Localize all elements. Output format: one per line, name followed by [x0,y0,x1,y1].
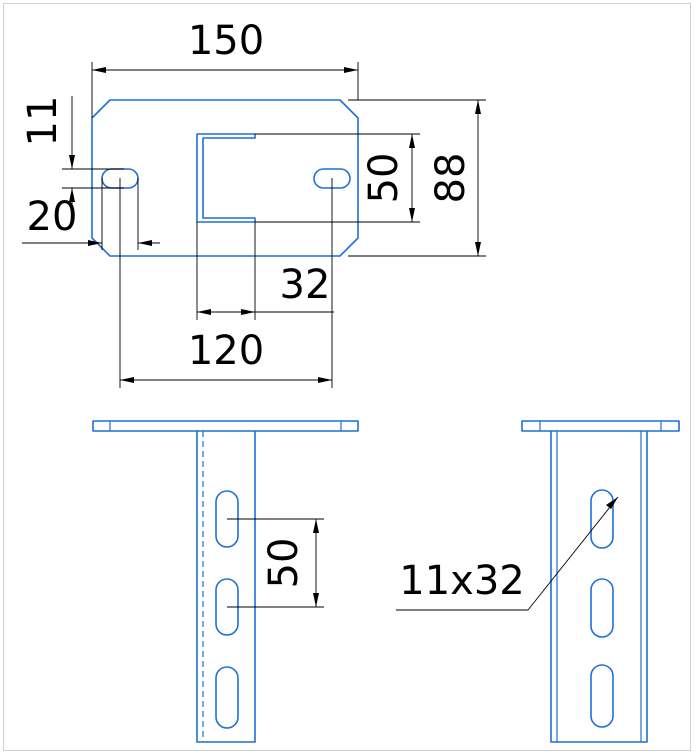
dim-label-120: 120 [188,328,264,374]
dimension-50-cutout: 50 [255,133,420,223]
c-profile-cutout [196,133,256,223]
front-view: 50 [92,420,359,743]
dim-label-50-pitch: 50 [261,538,307,589]
dim-label-88: 88 [428,153,474,204]
dimension-20: 20 [22,178,160,250]
dim-label-32: 32 [280,262,331,308]
side-slot-1 [590,489,614,549]
side-top-plate [521,420,680,432]
side-slot-2 [590,578,614,638]
side-slot-3 [590,664,614,728]
side-column [550,431,648,743]
dim-label-20: 20 [27,194,78,240]
dimension-11: 11 [20,96,124,206]
front-slot-3 [215,666,239,729]
front-top-plate [92,420,359,432]
base-plate-outline [91,99,359,257]
dimension-120: 120 [119,178,333,388]
front-column [196,431,256,743]
dimension-150: 150 [91,18,359,118]
callout-label-11x32: 11x32 [399,558,524,604]
dim-label-11: 11 [20,96,66,147]
plan-view: 150 88 50 11 [20,18,486,388]
dim-label-150: 150 [188,18,264,64]
dimension-32: 32 [196,222,334,320]
drawing-frame [3,3,691,751]
dim-label-50-cutout: 50 [361,153,407,204]
leader-11x32: 11x32 [396,496,619,611]
dimension-50-pitch: 50 [227,518,324,608]
dimension-88: 88 [348,99,486,257]
side-view: 11x32 [396,420,680,743]
